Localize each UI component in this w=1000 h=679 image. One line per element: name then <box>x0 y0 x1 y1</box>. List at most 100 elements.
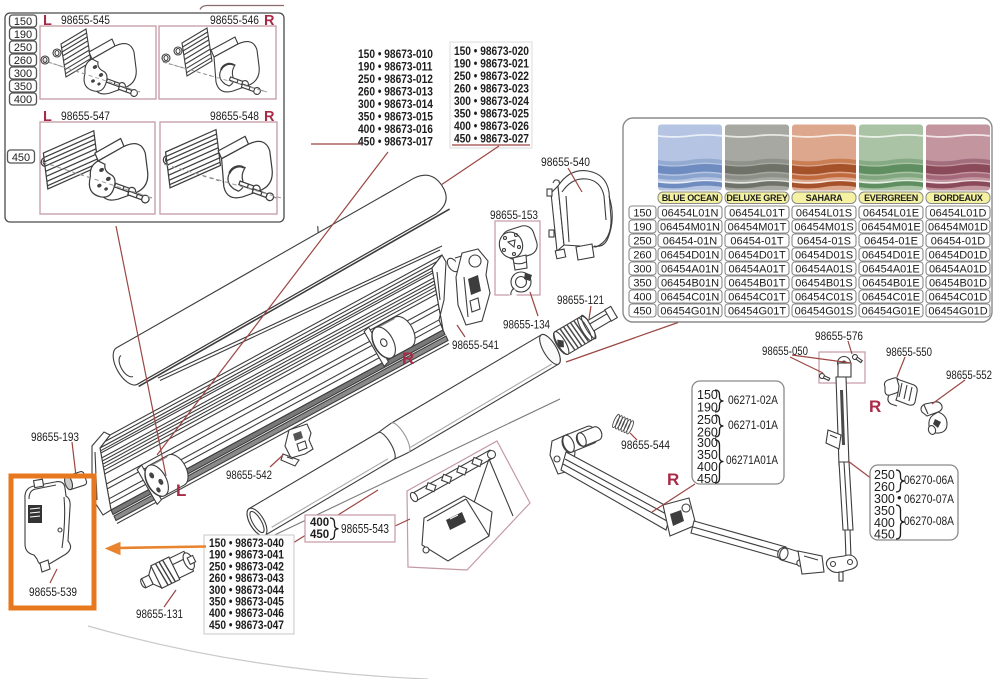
svg-text:98655-550: 98655-550 <box>886 345 932 359</box>
svg-text:EVERGREEN: EVERGREEN <box>864 193 918 203</box>
svg-text:450: 450 <box>310 529 329 541</box>
svg-text:•: • <box>897 490 902 505</box>
svg-text:400: 400 <box>874 516 895 530</box>
svg-text:06454-01D: 06454-01D <box>931 236 985 248</box>
svg-text:260: 260 <box>14 55 32 67</box>
svg-text:06454-01E: 06454-01E <box>864 236 918 248</box>
svg-text:98655-134: 98655-134 <box>503 318 550 332</box>
svg-text:06271-02A: 06271-02A <box>728 393 778 407</box>
svg-text:98655-131: 98655-131 <box>136 607 183 621</box>
svg-text:L: L <box>176 481 186 500</box>
svg-text:06454C01N: 06454C01N <box>661 292 720 304</box>
svg-text:98655-153: 98655-153 <box>490 208 538 222</box>
svg-text:06454A01N: 06454A01N <box>661 264 719 276</box>
svg-text:350 • 98673-025: 350 • 98673-025 <box>454 108 529 121</box>
svg-text:350: 350 <box>697 448 718 462</box>
svg-text:06454G01N: 06454G01N <box>660 306 719 318</box>
svg-text:06454A01E: 06454A01E <box>862 264 920 276</box>
svg-text:400: 400 <box>633 292 651 304</box>
svg-text:190: 190 <box>697 401 718 415</box>
svg-text:350: 350 <box>874 504 895 518</box>
svg-text:06454-01N: 06454-01N <box>663 236 717 248</box>
svg-text:R: R <box>264 13 275 29</box>
svg-text:150: 150 <box>633 208 651 220</box>
svg-text:06454C01D: 06454C01D <box>929 292 988 304</box>
svg-text:06454G01E: 06454G01E <box>862 306 921 318</box>
svg-text:06271A01A: 06271A01A <box>726 453 778 467</box>
svg-text:250 • 98673-012: 250 • 98673-012 <box>358 73 433 86</box>
svg-text:98655-544: 98655-544 <box>621 438 670 452</box>
svg-text:06454A01D: 06454A01D <box>929 264 987 276</box>
svg-text:250: 250 <box>874 468 895 482</box>
svg-text:260 • 98673-043: 260 • 98673-043 <box>209 572 284 585</box>
svg-text:06454B01S: 06454B01S <box>795 278 853 290</box>
svg-text:98655-121: 98655-121 <box>557 293 604 307</box>
svg-text:250: 250 <box>14 42 32 54</box>
svg-text:06271-01A: 06271-01A <box>728 418 778 432</box>
svg-text:98655-548: 98655-548 <box>210 109 259 123</box>
svg-text:300 • 98673-024: 300 • 98673-024 <box>454 95 530 108</box>
svg-text:BORDEAUX: BORDEAUX <box>933 193 982 203</box>
svg-text:98655-540: 98655-540 <box>541 155 590 169</box>
svg-text:L: L <box>43 109 52 125</box>
svg-text:450 • 98673-027: 450 • 98673-027 <box>454 133 529 146</box>
svg-text:400 • 98673-026: 400 • 98673-026 <box>454 120 529 133</box>
svg-text:06454B01T: 06454B01T <box>729 278 786 290</box>
svg-text:450: 450 <box>633 306 651 318</box>
svg-text:450 • 98673-017: 450 • 98673-017 <box>358 136 433 149</box>
svg-text:98655-543: 98655-543 <box>341 522 389 536</box>
svg-text:06454M01D: 06454M01D <box>928 222 988 234</box>
svg-text:06454B01N: 06454B01N <box>661 278 719 290</box>
svg-text:98655-050: 98655-050 <box>762 344 808 358</box>
svg-text:150: 150 <box>697 388 718 402</box>
svg-text:300: 300 <box>697 436 718 450</box>
svg-text:06454L01T: 06454L01T <box>729 208 785 220</box>
svg-text:06454L01S: 06454L01S <box>796 208 852 220</box>
svg-text:98655-576: 98655-576 <box>815 329 863 343</box>
svg-text:450: 450 <box>12 152 30 164</box>
svg-text:06454D01S: 06454D01S <box>795 250 853 262</box>
svg-text:06454L01N: 06454L01N <box>662 208 719 220</box>
svg-text:06454D01E: 06454D01E <box>862 250 920 262</box>
svg-text:98655-547: 98655-547 <box>61 109 110 123</box>
svg-text:06454C01S: 06454C01S <box>795 292 853 304</box>
svg-text:98655-539: 98655-539 <box>29 585 77 599</box>
svg-text:98655-545: 98655-545 <box>61 13 110 27</box>
svg-text:300: 300 <box>633 264 651 276</box>
svg-text:06454-01S: 06454-01S <box>797 236 851 248</box>
svg-text:350 • 98673-015: 350 • 98673-015 <box>358 111 433 124</box>
svg-text:06454M01T: 06454M01T <box>728 222 787 234</box>
svg-text:350: 350 <box>633 278 651 290</box>
svg-text:R: R <box>402 349 414 368</box>
svg-text:98655-552: 98655-552 <box>946 368 992 382</box>
svg-text:06454A01T: 06454A01T <box>729 264 786 276</box>
svg-text:260: 260 <box>874 480 895 494</box>
svg-text:L: L <box>43 13 52 29</box>
svg-text:BLUE OCEAN: BLUE OCEAN <box>662 193 719 203</box>
svg-text:150 • 98673-020: 150 • 98673-020 <box>454 45 529 58</box>
svg-text:98655-542: 98655-542 <box>226 468 272 482</box>
svg-text:300: 300 <box>14 68 32 80</box>
svg-text:190: 190 <box>14 29 32 41</box>
svg-text:190: 190 <box>633 222 651 234</box>
svg-text:06270-08A: 06270-08A <box>904 514 954 528</box>
svg-text:DELUXE GREY: DELUXE GREY <box>726 193 788 203</box>
svg-text:06454D01T: 06454D01T <box>728 250 786 262</box>
svg-text:400: 400 <box>14 94 32 106</box>
svg-text:400: 400 <box>697 460 718 474</box>
svg-text:06454M01E: 06454M01E <box>861 222 920 234</box>
svg-text:190 • 98673-021: 190 • 98673-021 <box>454 58 529 71</box>
svg-text:260: 260 <box>633 250 651 262</box>
svg-text:250: 250 <box>697 413 718 427</box>
svg-text:190 • 98673-011: 190 • 98673-011 <box>358 61 432 74</box>
svg-text:260: 260 <box>697 426 718 440</box>
svg-text:06454G01S: 06454G01S <box>795 306 854 318</box>
svg-text:06454-01T: 06454-01T <box>730 236 783 248</box>
svg-text:250: 250 <box>633 236 651 248</box>
svg-text:06454M01N: 06454M01N <box>660 222 720 234</box>
svg-text:400 • 98673-016: 400 • 98673-016 <box>358 123 433 136</box>
svg-text:450: 450 <box>874 528 895 542</box>
svg-text:06454D01D: 06454D01D <box>929 250 988 262</box>
svg-text:06454G01T: 06454G01T <box>728 306 786 318</box>
svg-text:250 • 98673-042: 250 • 98673-042 <box>209 561 284 574</box>
